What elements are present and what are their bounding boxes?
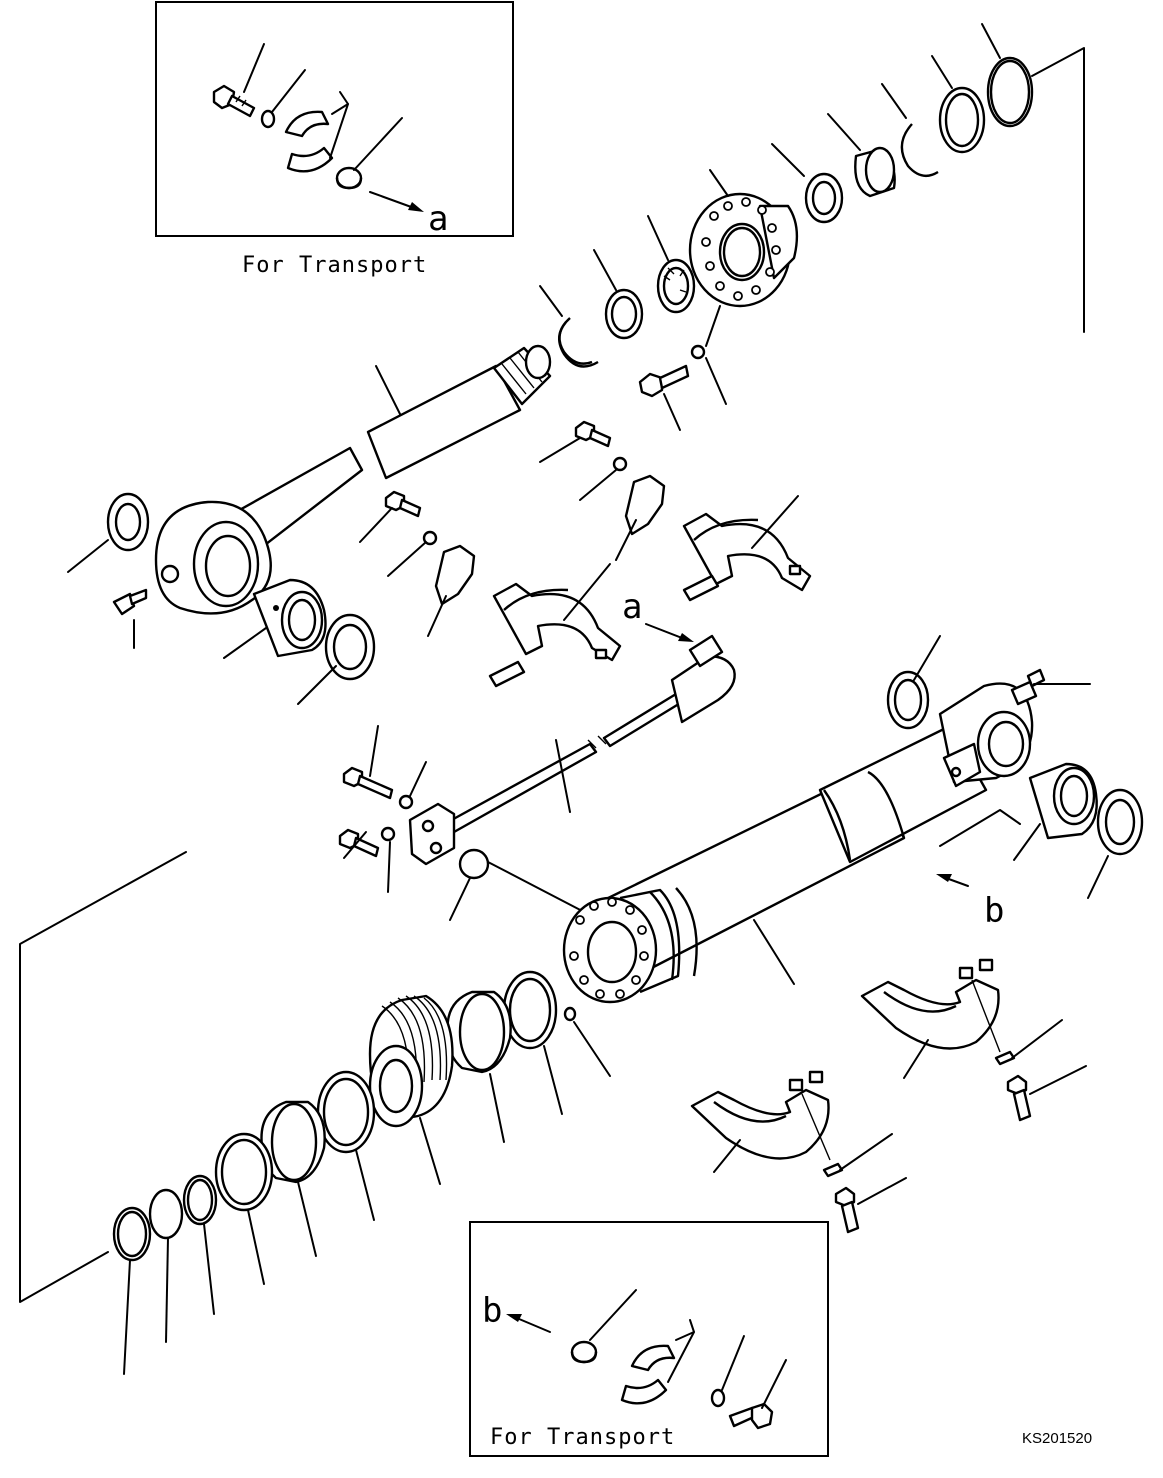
- clamp-bolt-2: [384, 490, 422, 518]
- flange-washer-1: [398, 794, 414, 810]
- piston-rod-thread: [492, 344, 552, 406]
- inset-top-bolt: [212, 84, 256, 118]
- backup-ring-1: [214, 1132, 274, 1212]
- grease-fitting-eye: [112, 588, 148, 616]
- head-ring: [854, 146, 896, 198]
- inset-bottom-cap: [570, 1340, 598, 1364]
- inset-top-cap: [335, 166, 363, 190]
- clamp-band-1: [682, 512, 812, 602]
- eye-dust-seal: [324, 613, 376, 681]
- o-ring-2: [148, 1188, 184, 1240]
- inset-top-clamp-upper: [284, 110, 330, 138]
- head-bolt: [638, 364, 690, 398]
- clamp-washer-2: [422, 530, 438, 546]
- inset-bottom-clamp-lower: [620, 1378, 668, 1405]
- clamp-bolt-1: [574, 420, 612, 448]
- flange-o-ring: [458, 848, 490, 880]
- inset-bottom-clamp-upper: [630, 1344, 676, 1372]
- callout-b-mid: b: [984, 891, 1004, 931]
- backup-ring-head: [938, 86, 986, 154]
- inset-bottom-frame: [469, 1221, 829, 1457]
- buffer-ring: [604, 288, 644, 340]
- o-ring-1: [182, 1174, 218, 1226]
- eye-dust-seal-left: [106, 492, 150, 552]
- inset-top-label: For Transport: [242, 253, 427, 278]
- piston: [368, 994, 454, 1128]
- callout-b-bottom: b: [482, 1291, 502, 1331]
- rod-packing: [656, 258, 696, 314]
- tube-dust-seal-right: [1096, 788, 1144, 856]
- inset-bottom-bolt: [728, 1402, 774, 1430]
- cylinder-tube: [562, 682, 1034, 1004]
- wear-ring-2: [316, 1070, 376, 1154]
- clamp-bracket-1: [624, 474, 666, 536]
- inset-bottom: b: [469, 1221, 829, 1457]
- tube-bushing: [1028, 762, 1098, 840]
- flange-bolt-2: [338, 828, 380, 858]
- eye-bushing: [252, 578, 327, 658]
- head-bolt-washer: [690, 344, 706, 360]
- clamp-band-4: [690, 1070, 844, 1178]
- inset-top-washer: [260, 109, 276, 129]
- clamp-bracket-2: [434, 544, 476, 606]
- rod-eye: [154, 500, 272, 615]
- tube-dust-seal: [886, 670, 930, 730]
- clamp-band-2: [488, 582, 622, 688]
- o-ring-head: [986, 56, 1034, 128]
- drawing-code: KS201520: [1022, 1430, 1092, 1447]
- o-ring-3: [112, 1206, 152, 1262]
- piston-ring-1: [446, 990, 512, 1074]
- clamp-washer-1: [612, 456, 628, 472]
- clamp-band-bolt-1: [1006, 1074, 1032, 1122]
- piston-rod-upper: [366, 364, 522, 480]
- clamp-band-bolt-2: [834, 1186, 860, 1234]
- piston-rod-assembly: [106, 344, 552, 681]
- inset-bottom-label: For Transport: [490, 1425, 675, 1450]
- head-bushing: [804, 172, 844, 224]
- inset-top: a: [155, 1, 514, 239]
- snap-ring-rod: [558, 317, 599, 368]
- callout-a-top: a: [428, 199, 448, 239]
- flange-washer-2: [380, 826, 396, 842]
- wear-ring-1: [502, 970, 558, 1050]
- grease-fitting-tube: [1010, 668, 1046, 706]
- piston-nut: [563, 1006, 577, 1022]
- inset-top-clamp-lower: [286, 146, 334, 173]
- clamp-band-3: [860, 958, 1016, 1066]
- inset-bottom-washer: [710, 1388, 726, 1408]
- cylinder-head: [688, 192, 799, 308]
- hydraulic-tube: [446, 634, 736, 834]
- snap-ring-head: [900, 123, 939, 178]
- tube-flange: [408, 802, 456, 866]
- flange-bolt-1: [342, 766, 394, 800]
- callout-a-mid: a: [622, 587, 642, 627]
- inset-top-frame: [155, 1, 514, 237]
